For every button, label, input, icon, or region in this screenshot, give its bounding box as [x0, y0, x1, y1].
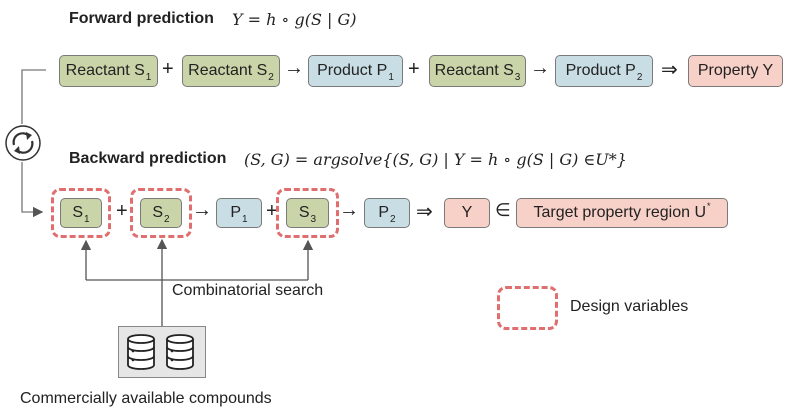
- forward-product-p1-label: Product P: [317, 62, 388, 79]
- arrow-symbol: →: [192, 199, 212, 221]
- implies-symbol: ⇒: [661, 59, 678, 81]
- backward-title: Backward prediction: [69, 150, 227, 167]
- backward-p1-label: P: [230, 204, 242, 221]
- plus-symbol: +: [266, 200, 278, 222]
- forward-reactant-s2-label: Reactant S: [188, 62, 268, 79]
- forward-title: Forward prediction: [69, 10, 214, 27]
- forward-reactant-s1-label: Reactant S: [65, 62, 145, 79]
- design-variable-outline-s3: [276, 188, 339, 238]
- backward-p2-label: P: [378, 204, 390, 221]
- target-property-region: Target property region U*: [516, 198, 728, 228]
- arrow-symbol: →: [530, 57, 550, 79]
- arrow-symbol: →: [339, 199, 359, 221]
- backward-y-label: Y: [461, 204, 473, 221]
- cycle-arrows-icon: [4, 124, 42, 162]
- backward-formula: (S, G) = argsolve{(S, G) | Y = h ∘ g(S |…: [244, 150, 627, 169]
- backward-s1-label: S: [72, 204, 84, 221]
- arrow-symbol: →: [284, 57, 304, 79]
- combinatorial-search-label: Combinatorial search: [172, 282, 324, 299]
- implies-symbol: ⇒: [416, 201, 433, 223]
- compounds-label: Commercially available compounds: [20, 390, 272, 407]
- design-variable-outline-s2: [130, 188, 192, 238]
- forward-reactant-s1-sub: 1: [145, 71, 152, 83]
- design-variables-legend-swatch: [497, 286, 558, 330]
- backward-s1-sub: 1: [84, 213, 90, 225]
- backward-p1-sub: 1: [242, 213, 248, 225]
- forward-formula: Y = h ∘ g(S | G): [232, 10, 357, 29]
- forward-reactant-s3-label: Reactant S: [434, 62, 514, 79]
- plus-symbol: +: [408, 58, 420, 80]
- design-variable-outline-s1: [51, 188, 111, 238]
- forward-property-y: Property Y: [688, 55, 783, 87]
- forward-product-p2-sub: 2: [636, 71, 643, 83]
- forward-product-p2-label: Product P: [565, 62, 636, 79]
- forward-product-p1-sub: 1: [388, 71, 394, 83]
- plus-symbol: +: [116, 200, 128, 222]
- backward-s2-label: S: [152, 204, 164, 221]
- element-of-symbol: ∈: [495, 200, 511, 220]
- backward-s3-sub: 3: [310, 213, 317, 225]
- design-variables-label: Design variables: [570, 298, 689, 315]
- backward-s2-sub: 2: [164, 213, 170, 225]
- forward-property-y-label: Property Y: [697, 62, 774, 79]
- backward-s3-label: S: [298, 204, 310, 221]
- backward-p2-sub: 2: [390, 213, 396, 225]
- backward-y: Y: [444, 198, 490, 228]
- forward-reactant-s2-sub: 2: [268, 71, 274, 83]
- database-icon: [118, 326, 206, 378]
- target-property-region-label: Target property region U: [533, 204, 706, 221]
- forward-reactant-s3-sub: 3: [514, 71, 521, 83]
- plus-symbol: +: [162, 58, 174, 80]
- target-property-region-sup: *: [707, 201, 711, 211]
